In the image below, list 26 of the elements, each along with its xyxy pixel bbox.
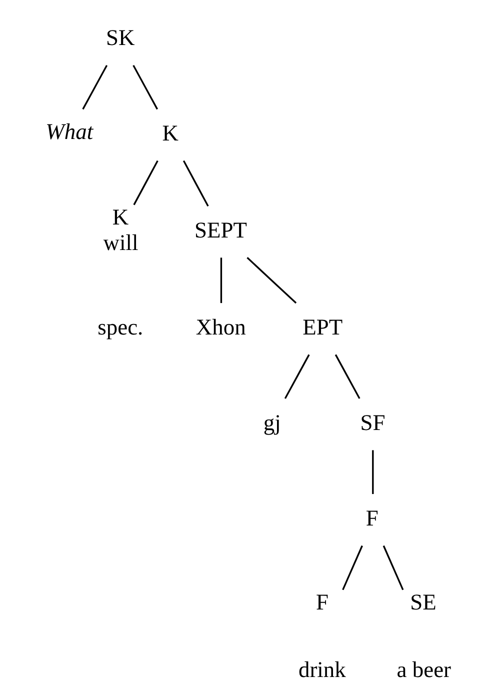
connector — [334, 354, 360, 399]
connector — [132, 64, 158, 110]
node-text: What — [45, 119, 93, 144]
connector — [82, 64, 108, 110]
node-label: drink — [298, 656, 346, 682]
connector — [372, 450, 374, 494]
node-text: EPT — [302, 314, 342, 340]
connector — [132, 160, 158, 206]
node-text: F — [316, 590, 328, 615]
connector — [382, 545, 404, 590]
node-text: F — [365, 505, 378, 530]
node-text: K will — [102, 204, 138, 256]
node-text: SF — [360, 410, 385, 435]
connector — [246, 257, 296, 304]
node-text: SEPT — [194, 217, 246, 242]
connector — [284, 354, 310, 399]
node-text: Xhon — [195, 314, 246, 340]
connector — [182, 160, 208, 207]
node-text: SE — [410, 590, 436, 615]
node-text: SK — [106, 24, 134, 50]
node-text: K — [162, 120, 178, 146]
node-text: gj — [262, 410, 280, 435]
connector — [342, 545, 362, 590]
connector — [220, 258, 222, 304]
node-label: a beer — [396, 656, 451, 682]
label: spec. — [97, 314, 143, 340]
